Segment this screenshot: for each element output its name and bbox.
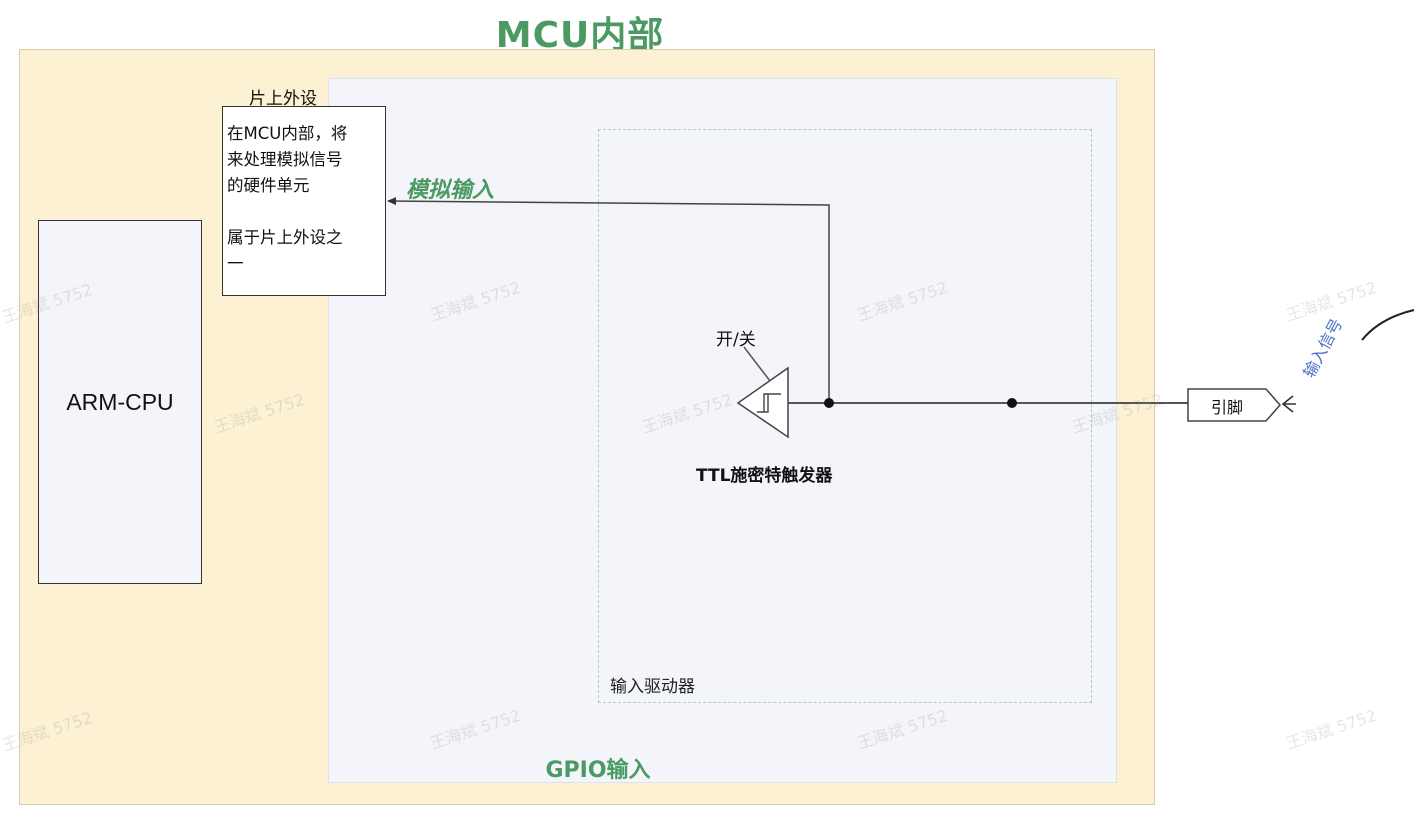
peripheral-title: 片上外设 [249,89,317,109]
arm-cpu-label: ARM-CPU [66,388,174,415]
arm-cpu-block: ARM-CPU [38,220,202,584]
junction-dot [1007,398,1017,408]
hysteresis-icon [757,393,781,413]
gpio-input-label: GPIO输入 [545,758,651,783]
switch-enable-line [743,346,771,382]
switch-label: 开/关 [716,330,756,350]
schmitt-trigger-label: TTL施密特触发器 [696,466,833,486]
junction-dot [824,398,834,408]
input-driver-label: 输入驱动器 [610,677,695,697]
analog-input-label: 模拟输入 [406,178,495,203]
pin-shape [1187,388,1281,422]
peripheral-description: 在MCU内部，将 来处理模拟信号 的硬件单元 属于片上外设之 一 [222,106,386,296]
input-signal-arrow [1281,395,1296,413]
pin-label: 引脚 [1210,398,1243,417]
gpio-input-container [328,78,1117,783]
schmitt-trigger-symbol [736,366,789,439]
external-signal-curve [1361,309,1415,341]
input-driver-box [598,129,1092,703]
analog-input-wire [387,197,830,403]
